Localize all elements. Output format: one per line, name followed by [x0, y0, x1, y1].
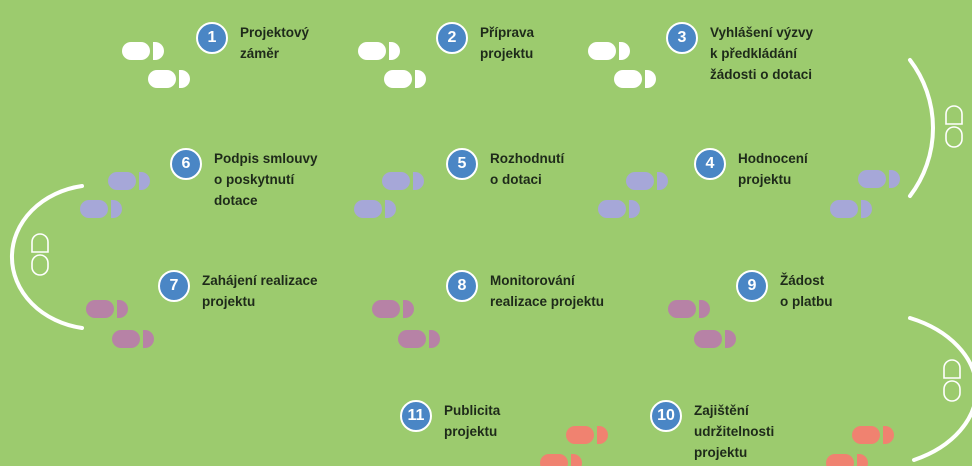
footprint-icon — [852, 426, 894, 444]
step-label-line: Projektový — [240, 25, 310, 40]
footprint-icon — [148, 70, 190, 88]
footprint-icon — [588, 42, 630, 60]
step-label-line: záměr — [240, 46, 280, 61]
step-label-line: Hodnocení — [738, 151, 808, 166]
step-label: Zahájení realizace projektu — [202, 270, 318, 312]
footprint-icon — [384, 70, 426, 88]
step-label-line: Zahájení realizace — [202, 273, 318, 288]
step-number-circle: 5 — [446, 148, 478, 180]
left-arc — [10, 184, 84, 330]
step-label-line: realizace projektu — [490, 294, 605, 309]
step-number-circle: 4 — [694, 148, 726, 180]
footprint-icon — [826, 454, 868, 466]
step-label: Žádost o platbu — [780, 270, 833, 312]
footprint-icon — [122, 42, 164, 60]
footprint-icon — [86, 300, 128, 318]
step-label-line: Rozhodnutí — [490, 151, 565, 166]
step-number-circle: 1 — [196, 22, 228, 54]
footprint-icon — [540, 454, 582, 466]
step-label: Publicita projektu — [444, 400, 500, 442]
step-number-circle: 11 — [400, 400, 432, 432]
step-label-line: k předkládání — [710, 46, 798, 61]
step-label-line: udržitelnosti — [694, 424, 775, 439]
step-label-line: o dotaci — [490, 172, 542, 187]
footprint-icon — [382, 172, 424, 190]
step-label-line: projektu — [202, 294, 256, 309]
footprint-icon — [694, 330, 736, 348]
step-label-line: Podpis smlouvy — [214, 151, 318, 166]
step-label-line: o platbu — [780, 294, 833, 309]
step-label: Monitorování realizace projektu — [490, 270, 604, 312]
footprint-icon — [372, 300, 414, 318]
step-label: Příprava projektu — [480, 22, 534, 64]
step-label-line: Příprava — [480, 25, 535, 40]
step-label-line: dotace — [214, 193, 258, 208]
step-label-line: projektu — [694, 445, 748, 460]
step-number-circle: 7 — [158, 270, 190, 302]
footprint-icon — [354, 200, 396, 218]
footprint-icon — [398, 330, 440, 348]
step-label-line: projektu — [480, 46, 534, 61]
footprint-icon — [108, 172, 150, 190]
step-label-line: o poskytnutí — [214, 172, 295, 187]
footprint-icon — [598, 200, 640, 218]
footprint-outline-icon — [31, 233, 49, 276]
step-label: Projektový záměr — [240, 22, 309, 64]
footprint-icon — [668, 300, 710, 318]
step-label: Rozhodnutí o dotaci — [490, 148, 564, 190]
footprint-icon — [358, 42, 400, 60]
step-label-line: Vyhlášení výzvy — [710, 25, 814, 40]
step-number-circle: 10 — [650, 400, 682, 432]
step-label: Hodnocení projektu — [738, 148, 808, 190]
step-label-line: Zajištění — [694, 403, 749, 418]
step-label-line: žádosti o dotaci — [710, 67, 813, 82]
footprint-icon — [858, 170, 900, 188]
step-label-line: projektu — [444, 424, 498, 439]
footprint-outline-icon — [943, 359, 961, 402]
step-number-circle: 6 — [170, 148, 202, 180]
step-label-line: Publicita — [444, 403, 501, 418]
step-number-circle: 2 — [436, 22, 468, 54]
step-label: Vyhlášení výzvy k předkládání žádosti o … — [710, 22, 813, 85]
step-label: Podpis smlouvy o poskytnutí dotace — [214, 148, 318, 211]
step-label-line: Žádost — [780, 273, 825, 288]
footprint-icon — [614, 70, 656, 88]
step-label-line: Monitorování — [490, 273, 575, 288]
step-label-line: projektu — [738, 172, 792, 187]
footprint-outline-icon — [945, 105, 963, 148]
step-number-circle: 9 — [736, 270, 768, 302]
step-label: Zajištění udržitelnosti projektu — [694, 400, 774, 463]
footprint-icon — [566, 426, 608, 444]
step-number-circle: 3 — [666, 22, 698, 54]
footprint-icon — [80, 200, 122, 218]
right-arc-1 — [908, 58, 935, 198]
right-arc-2 — [908, 316, 972, 462]
step-number-circle: 8 — [446, 270, 478, 302]
footprint-icon — [112, 330, 154, 348]
footprint-icon — [830, 200, 872, 218]
footprint-icon — [626, 172, 668, 190]
